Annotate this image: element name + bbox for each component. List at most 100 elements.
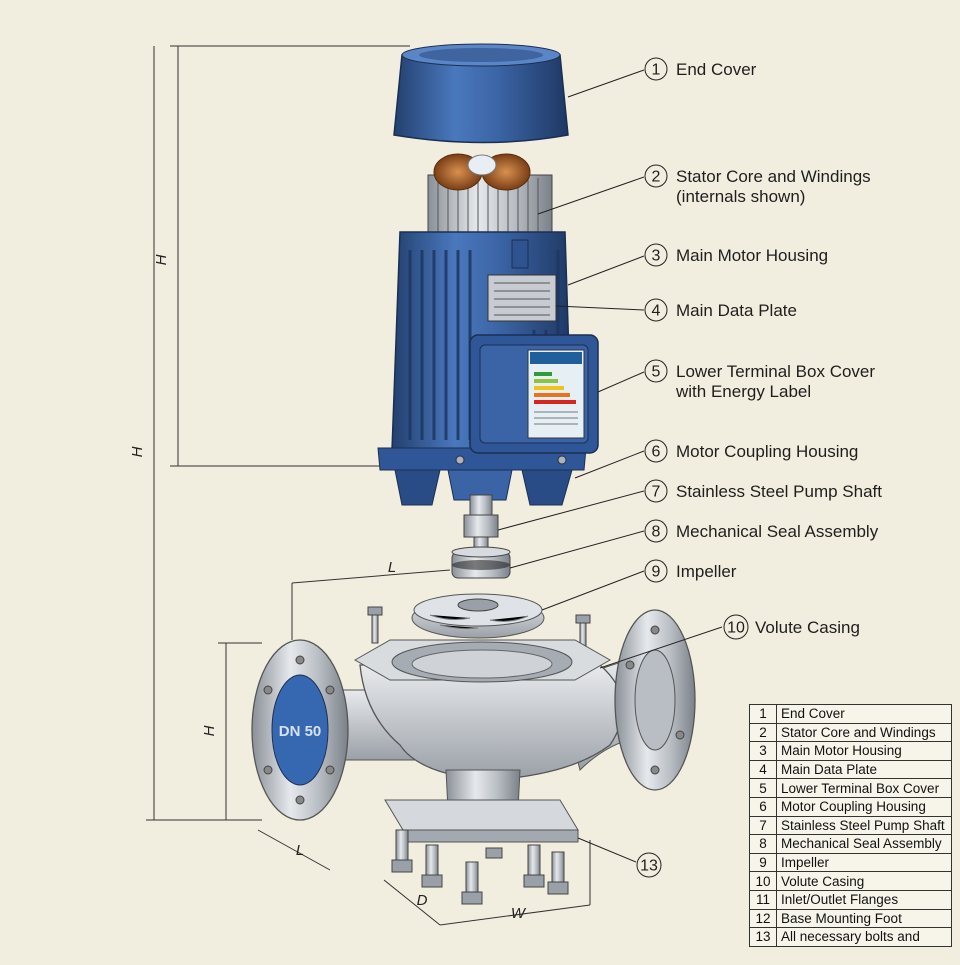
part-number-cell: 6 — [749, 796, 777, 817]
callout-7: 7 Stainless Steel Pump Shaft — [644, 479, 882, 503]
callout-number: 10 — [727, 620, 745, 637]
callout-text: (internals shown) — [676, 187, 805, 206]
dim-d: D — [417, 892, 428, 909]
callout-1: 1 End Cover — [644, 57, 757, 81]
impeller — [411, 593, 545, 639]
part-name-cell: Base Mounting Foot — [776, 908, 952, 929]
callout-labels: 1 End Cover 2 Stator Core and Windings(inte… — [636, 57, 882, 878]
callout-text: End Cover — [676, 60, 757, 79]
volute-casing — [329, 639, 651, 843]
callout-text: Motor Coupling Housing — [676, 442, 858, 461]
part-name-cell: Motor Coupling Housing — [776, 796, 952, 817]
callout-10: 10 Volute Casing — [723, 614, 860, 640]
callout-text: Stainless Steel Pump Shaft — [676, 482, 882, 501]
callout-13: 13 — [636, 852, 662, 878]
dim-l-base: L — [296, 842, 304, 859]
data-plate — [487, 274, 557, 322]
callout-number: 3 — [652, 248, 661, 265]
part-name-cell: Lower Terminal Box Cover — [776, 778, 952, 798]
callout-number: 9 — [652, 564, 661, 581]
callout-text: Mechanical Seal Assembly — [676, 522, 879, 541]
dimension-labels: H H H L L D W — [129, 254, 527, 922]
callout-8: 8 Mechanical Seal Assembly — [644, 519, 879, 543]
part-number-cell: 13 — [749, 927, 777, 947]
callout-text: with Energy Label — [675, 382, 811, 401]
part-number-cell: 2 — [749, 722, 777, 743]
callout-number: 5 — [652, 364, 661, 381]
outlet-flange — [614, 609, 696, 791]
callout-text: Volute Casing — [755, 618, 860, 637]
callout-circle — [644, 57, 668, 81]
dim-h-motor: H — [153, 254, 170, 265]
part-number-cell: 8 — [749, 834, 777, 854]
callout-circle — [644, 519, 668, 543]
callout-text: Main Data Plate — [676, 301, 797, 320]
part-name-cell: Main Motor Housing — [776, 741, 952, 761]
callout-2: 2 Stator Core and Windings(internals show… — [644, 164, 871, 206]
part-number-cell: 7 — [749, 815, 777, 836]
part-number-cell: 10 — [749, 871, 777, 891]
part-name-cell: Main Data Plate — [776, 759, 952, 780]
callout-circle — [644, 243, 668, 267]
callout-text: Stator Core and Windings — [676, 167, 871, 186]
flange-size-label: DN 50 — [279, 723, 322, 740]
callout-4: 4 Main Data Plate — [644, 298, 797, 322]
dim-h-pump: H — [201, 725, 218, 736]
callout-text: Impeller — [676, 562, 737, 581]
callout-number: 13 — [640, 858, 658, 875]
dim-h-total: H — [129, 446, 146, 457]
callout-number: 1 — [652, 62, 661, 79]
inlet-flange: DN 50 — [251, 639, 349, 821]
part-name-cell: Inlet/Outlet Flanges — [776, 889, 952, 910]
terminal-box — [469, 334, 599, 454]
callout-text: Lower Terminal Box Cover — [676, 362, 875, 381]
part-name-cell: Stator Core and Windings — [776, 722, 952, 743]
callout-9: 9 Impeller — [644, 559, 737, 583]
end-cover — [393, 43, 569, 144]
part-number-cell: 12 — [749, 908, 777, 929]
part-name-cell: End Cover — [776, 704, 952, 724]
leader-lines — [497, 69, 723, 863]
part-name-cell: Impeller — [776, 852, 952, 873]
callout-circle — [644, 479, 668, 503]
part-name-cell: Stainless Steel Pump Shaft — [776, 815, 952, 836]
casing-bolts — [367, 606, 591, 654]
callout-circle — [723, 614, 749, 640]
callout-number: 7 — [652, 484, 661, 501]
callout-number: 4 — [652, 303, 661, 320]
part-number-cell: 3 — [749, 741, 777, 761]
dim-l-top: L — [388, 559, 396, 576]
part-name-cell: Volute Casing — [776, 871, 952, 891]
part-name-cell: All necessary bolts and — [776, 927, 952, 947]
dim-w: W — [511, 905, 527, 922]
mechanical-seal — [451, 546, 511, 579]
base-bolts — [391, 829, 569, 905]
part-number-cell: 4 — [749, 759, 777, 780]
callout-number: 2 — [652, 169, 661, 186]
part-name-cell: Mechanical Seal Assembly — [776, 834, 952, 854]
callout-circle — [644, 298, 668, 322]
callout-text: Main Motor Housing — [676, 246, 828, 265]
callout-3: 3 Main Motor Housing — [644, 243, 828, 267]
callout-number: 8 — [652, 524, 661, 541]
part-number-cell: 9 — [749, 852, 777, 873]
callout-circle — [636, 852, 662, 878]
dimension-lines — [146, 45, 591, 926]
